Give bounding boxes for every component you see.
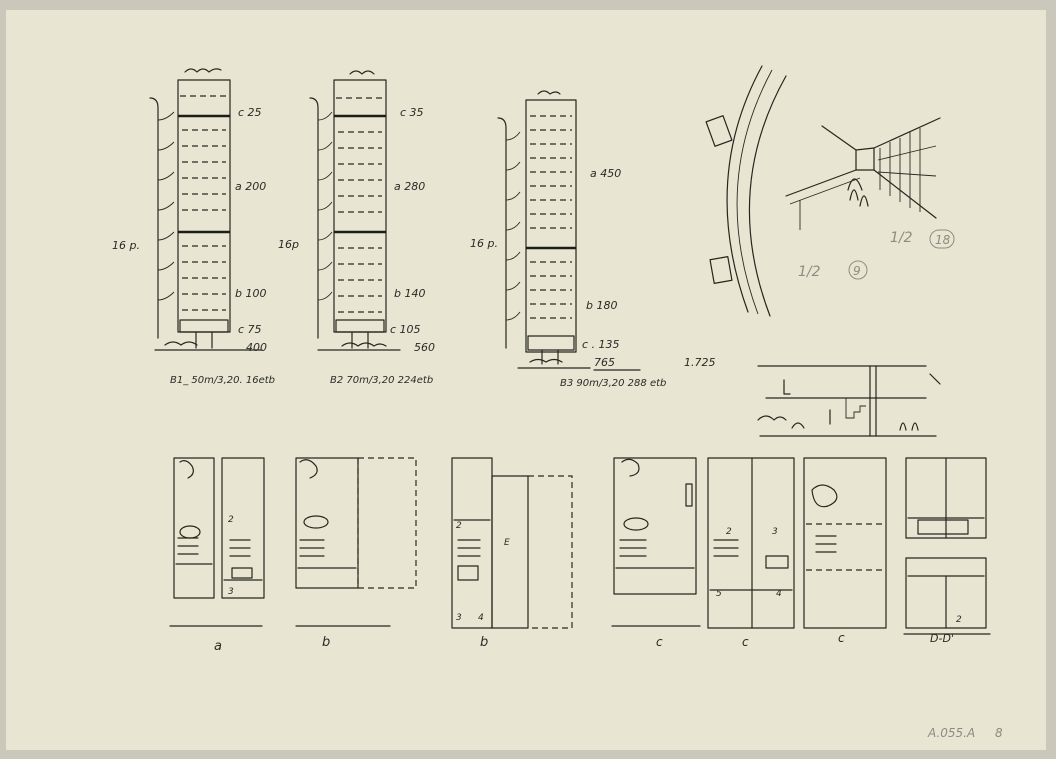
tower-b2-total: 560: [414, 341, 435, 354]
tower-b3-marker: 16 p.: [470, 237, 498, 250]
tower-b3-label-top: a 450: [590, 167, 621, 180]
curved-wall-sketch: [705, 65, 787, 317]
tower-b3-total: 765: [594, 356, 615, 369]
tower-b1-marker: 16 p.: [112, 239, 140, 252]
tower-b2-caption: B2 70m/3,20 224etb: [330, 375, 433, 386]
plan-a-room-3: 3: [228, 587, 234, 597]
tower-b3-extra-total: 1.725: [684, 356, 716, 369]
scale-circle-a-label: 9: [853, 264, 861, 278]
plan-group-c1: c: [611, 457, 701, 649]
tower-b2-label-mid: a 280: [394, 180, 425, 193]
tower-b1-label-top: c 25: [238, 106, 262, 119]
plan-b2-room-4: 4: [478, 613, 484, 623]
tower-b2-label-top: c 35: [400, 106, 424, 119]
tower-b3-caption: B3 90m/3,20 288 etb: [560, 378, 666, 389]
tower-b1-label-base: c 75: [238, 323, 262, 336]
tower-b2-label-base: c 105: [390, 323, 421, 336]
plan-group-d: 2 D-D': [903, 457, 991, 645]
plan-group-a-label: a: [214, 639, 222, 654]
tower-b2-label-low: b 140: [394, 287, 425, 300]
plan-group-c1-label: c: [656, 635, 663, 649]
tower-b3: 16 p. a 450 b 180 c . 135 765 1.725 B3 9…: [470, 90, 716, 389]
plan-group-c3-label: c: [838, 631, 845, 645]
tower-b1-label-low: b 100: [235, 287, 266, 300]
plan-a-room-2: 2: [228, 515, 234, 525]
tower-b1: 16 p. c 25 a 200 b 100 c 75 400 B1_ 50m/…: [112, 68, 275, 386]
scale-circle-b-label: 18: [935, 233, 951, 247]
plan-group-c2-label: c: [742, 635, 749, 649]
tower-b3-label-base: c . 135: [582, 338, 620, 351]
plan-group-b2: 2 E 3 4 b: [451, 457, 573, 650]
scale-label-a: 1/2: [798, 264, 821, 280]
plan-c2-room-5: 5: [716, 589, 722, 599]
plan-b2-room-e: E: [504, 538, 510, 548]
tower-b2-marker: 16p: [278, 238, 299, 251]
plan-group-c3: c: [803, 457, 887, 645]
tower-b2-shape: [309, 70, 401, 351]
plan-c2-room-2: 2: [726, 527, 732, 537]
plan-group-a: 2 3 a: [169, 457, 265, 654]
tower-b3-shape: [497, 90, 641, 371]
plan-group-b2-label: b: [480, 635, 488, 650]
scale-label-b: 1/2: [890, 230, 913, 246]
tower-b1-label-mid: a 200: [235, 180, 266, 193]
page-number: 8: [995, 726, 1003, 740]
plan-c2-room-3: 3: [772, 527, 778, 537]
archive-code: A.055.A: [927, 726, 975, 740]
tower-b2: 16p c 35 a 280 b 140 c 105 560 B2 70m/3,…: [278, 70, 435, 386]
tower-b1-total: 400: [246, 341, 267, 354]
plan-group-c2: 2 3 5 4 c: [707, 457, 795, 649]
corridor-perspective: [785, 117, 941, 230]
scale-circle-a: [848, 260, 868, 280]
section-sketch: [757, 365, 941, 437]
plan-group-b1: b: [295, 457, 417, 650]
plan-b2-room-2: 2: [456, 521, 462, 531]
plan-group-d-label: D-D': [930, 632, 954, 645]
plan-c2-room-4: 4: [776, 589, 782, 599]
tower-b1-caption: B1_ 50m/3,20. 16etb: [170, 375, 275, 386]
scale-circle-b: [929, 229, 955, 249]
tower-b1-shape: [149, 68, 263, 351]
plan-b2-room-3: 3: [456, 613, 462, 623]
plan-group-b1-label: b: [322, 635, 330, 650]
tower-b3-label-low: b 180: [586, 299, 617, 312]
plan-d-room-2: 2: [956, 615, 962, 625]
